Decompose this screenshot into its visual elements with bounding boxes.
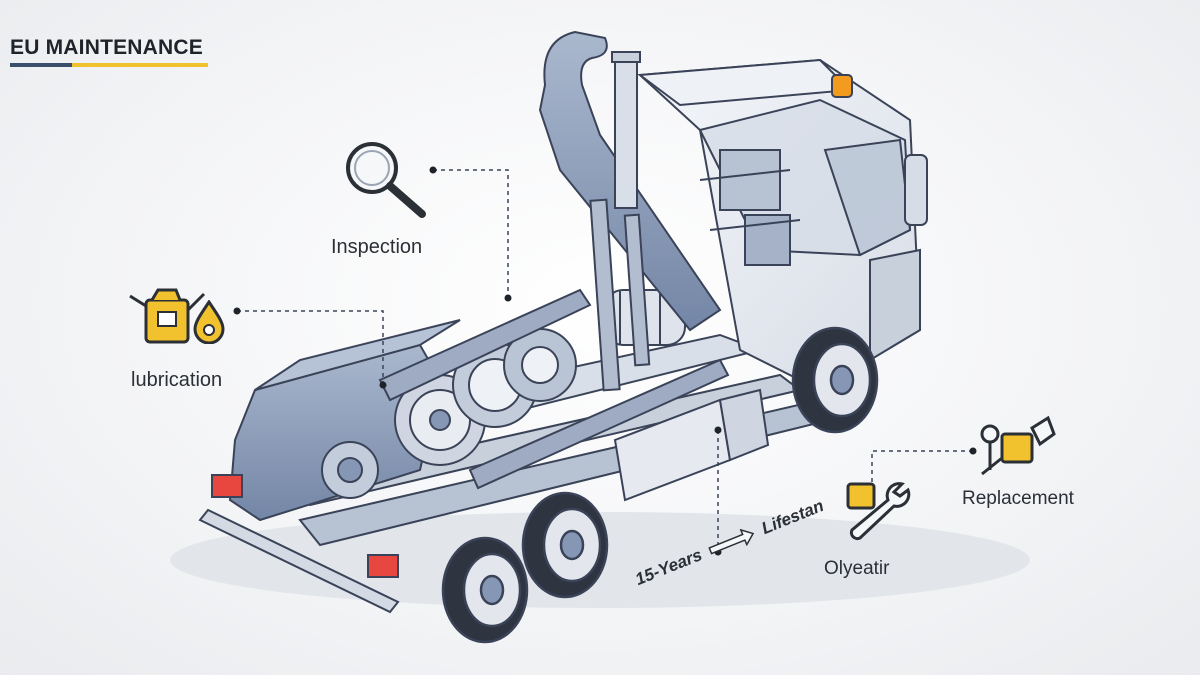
oil-drop-icon	[193, 300, 225, 344]
wheel-rear-2	[521, 491, 609, 599]
cab	[637, 58, 928, 382]
wheel-rear-1	[441, 536, 529, 644]
callout-lubrication	[237, 310, 384, 383]
exhaust-stack	[611, 51, 641, 209]
wrench-icon	[846, 482, 911, 541]
magnifier-icon	[346, 142, 426, 218]
arrow-right-icon	[708, 528, 755, 555]
title-underline-dark	[10, 63, 72, 67]
lifespan-callout: 15-Years Lifestan	[633, 496, 827, 590]
callout-replacement	[871, 450, 973, 488]
title-underline	[10, 63, 208, 67]
callout-dots	[233, 166, 977, 556]
wheel-front	[791, 326, 879, 434]
wheels	[441, 326, 879, 644]
label-inspection: Inspection	[331, 236, 423, 258]
title-underline-gold	[72, 63, 208, 67]
drive-shaft	[378, 288, 730, 490]
tool-kit-icon	[980, 415, 1056, 476]
page-title: EU MAINTENANCE	[10, 36, 203, 59]
oil-can-icon	[129, 288, 206, 344]
label-replacement: Replacement	[962, 488, 1074, 509]
fuel-tank	[613, 388, 770, 502]
callout-lines	[237, 169, 973, 550]
label-lubrication: lubrication	[131, 369, 223, 391]
drivetrain-gears	[321, 289, 686, 499]
callout-inspection	[433, 169, 509, 296]
label-repair: Olyeatir	[824, 558, 890, 579]
rear-bumper	[198, 508, 400, 614]
